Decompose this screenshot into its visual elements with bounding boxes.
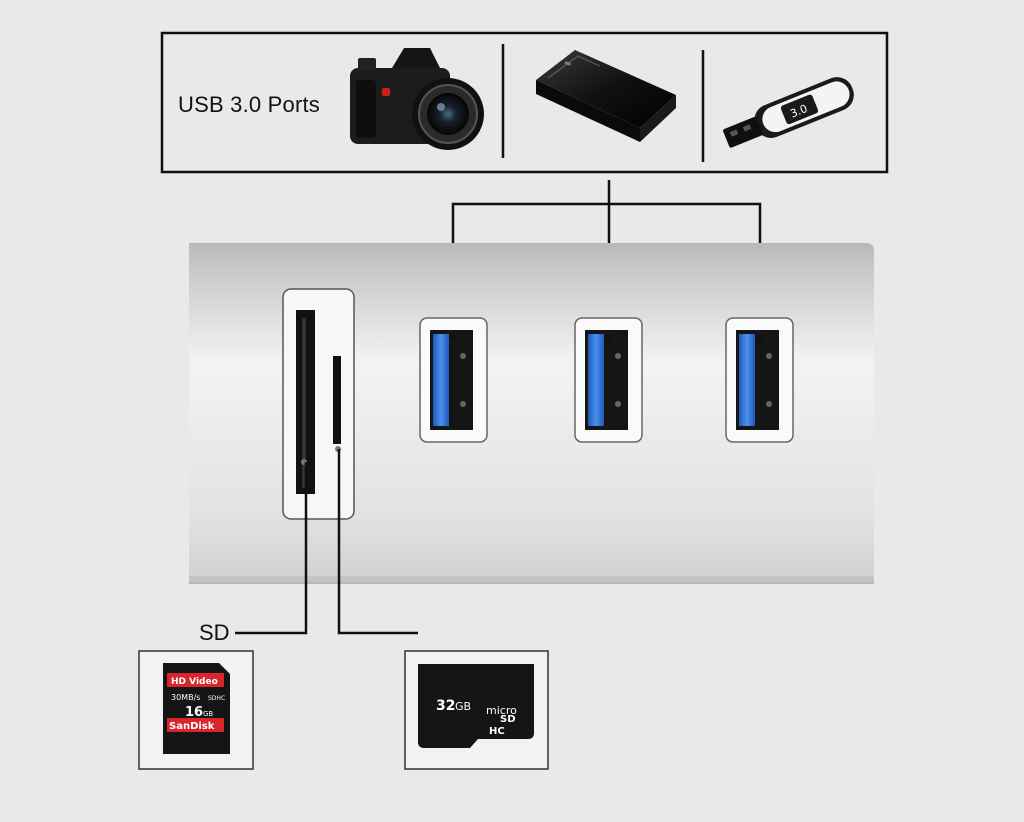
sd-card-brand: SanDisk <box>169 721 215 732</box>
microsd-line3: HC <box>489 726 505 737</box>
card-reader-slot <box>282 288 355 520</box>
microsd-capacity: 32 <box>436 698 455 714</box>
sd-card-speed: 30MB/s <box>171 693 200 702</box>
usb-hub-body <box>189 243 874 584</box>
usb-port-2[interactable] <box>574 317 643 443</box>
sd-card-capacity: 16 <box>185 705 203 720</box>
sd-card-icon: HD Video 30MB/s 16 GB SanDisk SDHC <box>163 663 230 754</box>
sd-card-top-band: HD Video <box>171 677 218 687</box>
usb-flash-drive-icon: 3.0 <box>723 77 854 148</box>
connector-dot <box>449 334 457 342</box>
usb-ports-frame <box>160 31 889 174</box>
connector-dot <box>756 334 764 342</box>
usb-stick-label: 3.0 <box>788 102 809 121</box>
camera-icon <box>350 48 484 150</box>
usb-ports-label: USB 3.0 Ports <box>178 92 320 117</box>
microsd-line2: SD <box>500 714 516 725</box>
sd-card-capacity-unit: GB <box>203 710 213 718</box>
sd-card-hc-mark: SDHC <box>208 695 225 702</box>
microsd-line1: micro <box>486 704 517 717</box>
external-hard-drive-icon <box>536 50 676 142</box>
microsd-card-icon: 32 GB micro SD HC <box>418 664 534 748</box>
microsd-capacity-unit: GB <box>455 700 471 713</box>
connector-dot <box>605 334 613 342</box>
sd-label: SD <box>199 620 230 645</box>
usb-port-3[interactable] <box>725 317 794 443</box>
usb-port-1[interactable] <box>419 317 488 443</box>
card-connector-lines <box>235 449 418 635</box>
